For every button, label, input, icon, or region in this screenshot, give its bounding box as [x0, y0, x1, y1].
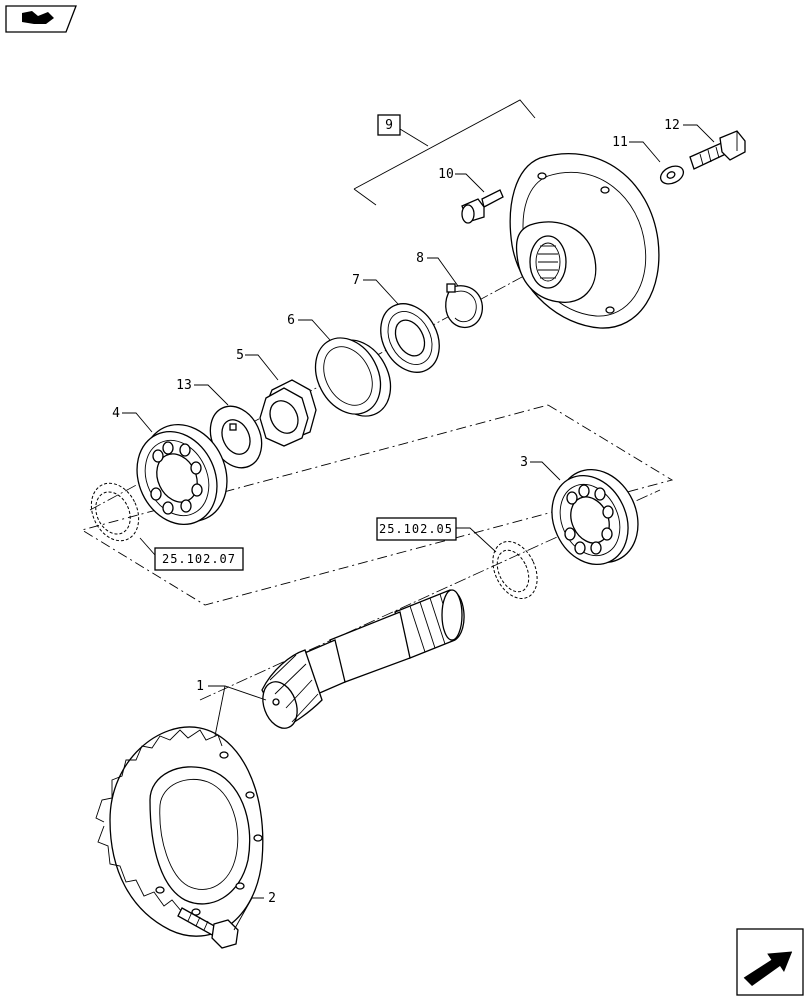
callout-6[interactable]: 6 — [287, 313, 295, 328]
callout-5[interactable]: 5 — [236, 348, 244, 363]
bearing-4[interactable] — [122, 411, 242, 538]
callout-12[interactable]: 12 — [664, 118, 680, 133]
callout-10[interactable]: 10 — [438, 167, 454, 182]
bearing-3[interactable] — [538, 456, 653, 576]
bolt-12[interactable] — [689, 130, 746, 170]
callout-1[interactable]: 1 — [196, 679, 204, 694]
group-boundary — [80, 404, 674, 606]
seal-7[interactable] — [369, 294, 450, 383]
callout-3[interactable]: 3 — [520, 455, 528, 470]
pinion-shaft-1[interactable] — [257, 589, 465, 733]
washer-13[interactable] — [201, 398, 272, 476]
leader-lines — [122, 124, 715, 931]
book-icon[interactable] — [5, 5, 77, 33]
bolt-10[interactable] — [461, 189, 504, 224]
callout-2[interactable]: 2 — [268, 891, 276, 906]
reference-box-25-102-07[interactable]: 25.102.07 — [154, 547, 244, 571]
reference-box-25-102-05[interactable]: 25.102.05 — [376, 517, 457, 541]
nut-5[interactable] — [259, 379, 317, 447]
callout-7[interactable]: 7 — [352, 273, 360, 288]
reference-link-25-102-05[interactable]: 25.102.05 — [379, 522, 453, 536]
group-bracket-9 — [353, 99, 536, 206]
next-page-arrow-icon[interactable] — [736, 928, 804, 996]
callout-8[interactable]: 8 — [416, 251, 424, 266]
callout-4[interactable]: 4 — [112, 406, 120, 421]
shim-ring-left[interactable] — [82, 476, 147, 549]
flange-hub[interactable] — [509, 153, 660, 329]
washer-11[interactable] — [658, 163, 687, 188]
shim-ring-right[interactable] — [484, 534, 546, 605]
reference-link-25-102-07[interactable]: 25.102.07 — [162, 552, 236, 566]
callout-11[interactable]: 11 — [612, 135, 628, 150]
bolt-2[interactable] — [177, 907, 239, 949]
bearing-cup-6[interactable] — [303, 327, 404, 428]
circlip-8[interactable] — [445, 283, 483, 329]
callout-13[interactable]: 13 — [176, 378, 192, 393]
callout-9[interactable]: 9 — [385, 118, 393, 133]
ring-gear-1[interactable] — [95, 726, 264, 937]
